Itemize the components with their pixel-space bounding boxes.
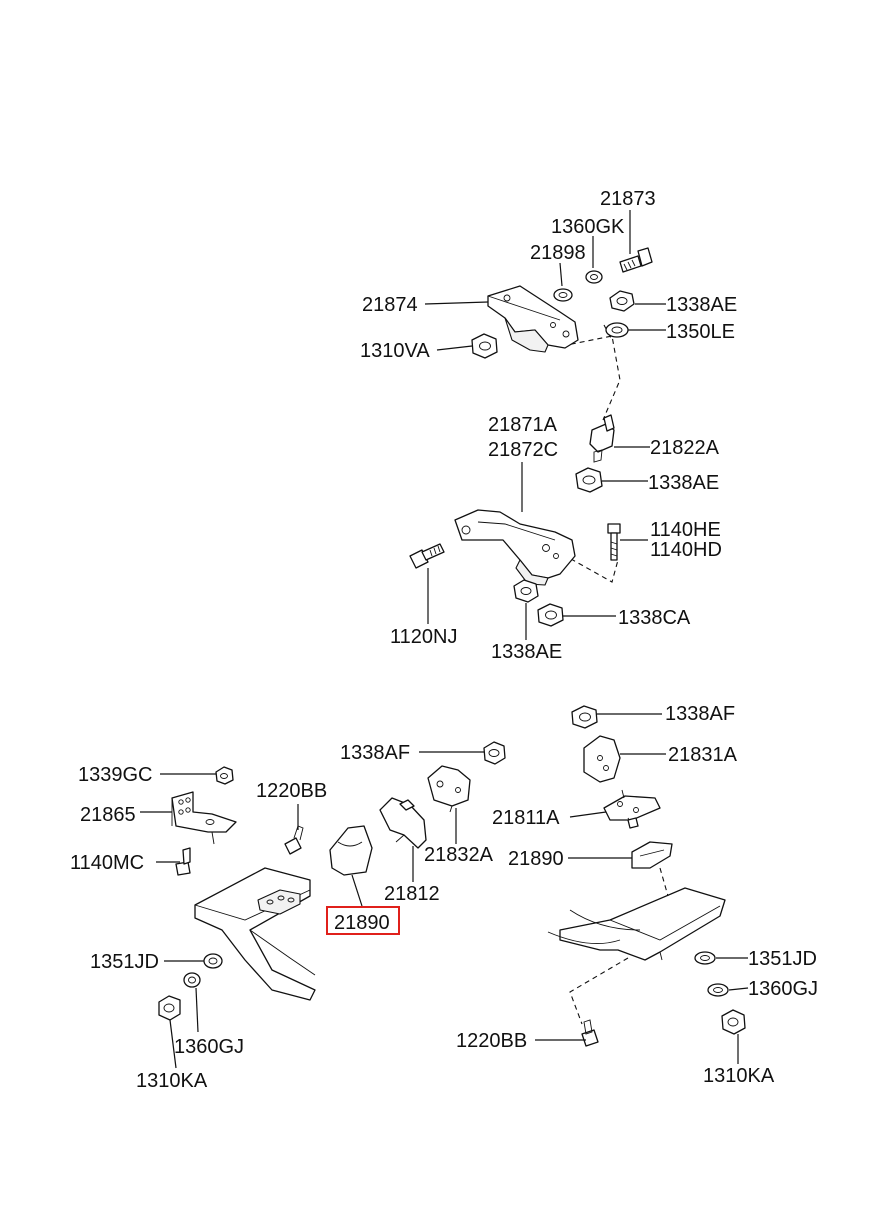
callout-label: 1338AE — [648, 472, 719, 494]
callout-21890-highlighted[interactable]: 21890 — [326, 906, 400, 935]
callout-label: 21890 — [334, 912, 390, 934]
callout-21872c[interactable]: 21872C — [488, 439, 558, 461]
highlight-box — [326, 906, 400, 935]
callout-label: 1338AE — [666, 294, 737, 316]
callout-1351jd-right[interactable]: 1351JD — [748, 948, 817, 970]
callout-1351jd-left[interactable]: 1351JD — [90, 951, 159, 973]
callout-label: 21872C — [488, 439, 558, 461]
callout-1310ka-left[interactable]: 1310KA — [136, 1070, 208, 1092]
callout-1310va[interactable]: 1310VA — [360, 340, 430, 362]
callout-1360gj-left[interactable]: 1360GJ — [174, 1036, 244, 1058]
callout-21898[interactable]: 21898 — [530, 242, 586, 264]
callout-label: 1310VA — [360, 340, 430, 362]
callout-1310ka-right[interactable]: 1310KA — [703, 1065, 775, 1087]
callout-label: 1350LE — [666, 321, 735, 343]
callout-label: 1339GC — [78, 764, 153, 786]
callout-21831a[interactable]: 21831A — [668, 744, 738, 766]
callout-1338ae-top[interactable]: 1338AE — [666, 294, 737, 316]
callout-label: 1351JD — [748, 948, 817, 970]
callout-label: 21822A — [650, 437, 720, 459]
callout-1338ae-lower[interactable]: 1338AE — [491, 641, 562, 663]
callout-21874[interactable]: 21874 — [362, 294, 418, 316]
callout-label: 21831A — [668, 744, 738, 766]
callout-label: 1140HE — [650, 519, 721, 541]
callout-label: 1140MC — [70, 852, 144, 874]
callout-1360gk[interactable]: 1360GK — [551, 216, 625, 238]
callout-21832a[interactable]: 21832A — [424, 844, 494, 866]
callout-label: 1360GK — [551, 216, 625, 238]
callout-label: 21811A — [492, 807, 560, 829]
callout-1220bb-left[interactable]: 1220BB — [256, 780, 327, 802]
callout-21890-right[interactable]: 21890 — [508, 848, 564, 870]
callout-1339gc[interactable]: 1339GC — [78, 764, 153, 786]
upper-mount-bracket-drawing — [471, 247, 653, 493]
callout-label: 1360GJ — [748, 978, 818, 1000]
callout-label: 21871A — [488, 414, 558, 436]
callout-21812[interactable]: 21812 — [384, 883, 440, 905]
callout-label: 1140HD — [650, 539, 722, 561]
callout-label: 1338AF — [340, 742, 410, 764]
lower-left-crossmember-drawing — [158, 741, 506, 1021]
callout-1338ca[interactable]: 1338CA — [618, 607, 691, 629]
callout-label: 21865 — [80, 804, 136, 826]
callout-1338ae-middle[interactable]: 1338AE — [648, 472, 719, 494]
callout-1140mc[interactable]: 1140MC — [70, 852, 144, 874]
middle-mount-bracket-drawing — [409, 509, 621, 627]
callout-label: 21874 — [362, 294, 418, 316]
callout-label: 1120NJ — [390, 626, 457, 648]
callout-label: 1338AF — [665, 703, 735, 725]
callout-label: 21890 — [508, 848, 564, 870]
callout-label: 1360GJ — [174, 1036, 244, 1058]
callout-21871a[interactable]: 21871A — [488, 414, 558, 436]
callout-label: 1351JD — [90, 951, 159, 973]
callout-1350le[interactable]: 1350LE — [666, 321, 735, 343]
callout-21865[interactable]: 21865 — [80, 804, 136, 826]
callout-label: 1338AE — [491, 641, 562, 663]
callout-label: 1338CA — [618, 607, 691, 629]
callout-1220bb-right[interactable]: 1220BB — [456, 1030, 527, 1052]
callout-label: 1310KA — [136, 1070, 208, 1092]
callout-label: 21873 — [600, 188, 656, 210]
callout-label: 21832A — [424, 844, 494, 866]
callout-1140hd[interactable]: 1140HD — [650, 539, 722, 561]
callout-label: 1220BB — [456, 1030, 527, 1052]
callout-21822a[interactable]: 21822A — [650, 437, 720, 459]
callout-label: 1220BB — [256, 780, 327, 802]
lower-right-crossmember-drawing — [547, 705, 746, 1047]
callout-1140he[interactable]: 1140HE — [650, 519, 721, 541]
callout-label: 1310KA — [703, 1065, 775, 1087]
callout-1120nj[interactable]: 1120NJ — [390, 626, 457, 648]
leader-lines — [140, 210, 749, 1069]
callout-21873[interactable]: 21873 — [600, 188, 656, 210]
callout-label: 21812 — [384, 883, 440, 905]
callout-21811a[interactable]: 21811A — [492, 807, 560, 829]
callout-label: 21898 — [530, 242, 586, 264]
callout-1360gj-right[interactable]: 1360GJ — [748, 978, 818, 1000]
callout-1338af-left[interactable]: 1338AF — [340, 742, 410, 764]
callout-1338af-right[interactable]: 1338AF — [665, 703, 735, 725]
